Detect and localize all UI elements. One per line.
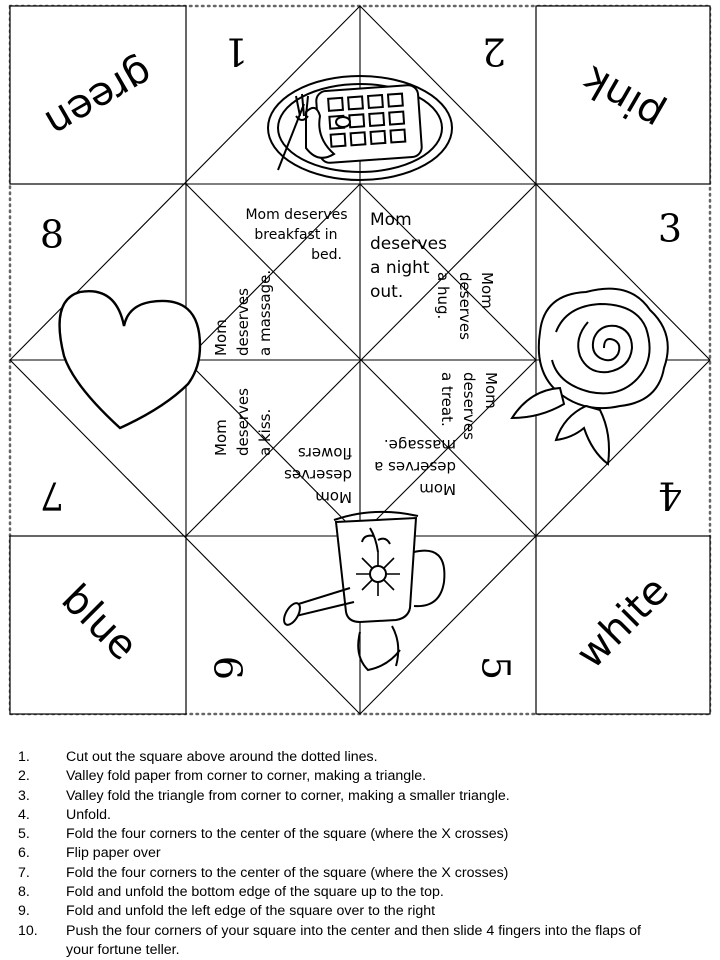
flap-number-1: 1 xyxy=(224,30,248,74)
instruction-number: 4. xyxy=(18,806,30,823)
watering-can-icon xyxy=(283,510,446,672)
flap-number-2: 2 xyxy=(482,30,506,74)
corner-square-bottom-right xyxy=(535,535,711,715)
fortune-kiss: Mom deserves a kiss. xyxy=(212,383,274,456)
flap-number-4: 4 xyxy=(658,474,682,518)
instruction-text: Valley fold paper from corner to corner,… xyxy=(66,768,427,785)
instruction-text: Fold the four corners to the center of t… xyxy=(66,826,509,843)
instruction-text: Push the four corners of your square int… xyxy=(66,922,641,958)
instruction-number: 9. xyxy=(18,903,30,920)
fortune-massage: Mom deserves a massage. xyxy=(212,270,274,356)
instruction-item: 10. Push the four corners of your square … xyxy=(18,922,708,960)
instruction-text: Flip paper over xyxy=(66,845,161,862)
flap-number-7: 7 xyxy=(40,474,64,518)
fortune-massage-flipped: Mom deserves a massage. xyxy=(369,436,456,498)
fortune-hug: Mom deserves a hug. xyxy=(434,272,496,345)
instruction-number: 6. xyxy=(18,845,30,862)
instruction-item: 3. Valley fold the triangle from corner t… xyxy=(18,787,708,806)
instruction-number: 1. xyxy=(18,749,30,765)
corner-square-bottom-left xyxy=(9,535,187,715)
heart-icon xyxy=(58,290,202,430)
waffle-icon xyxy=(267,75,453,181)
instruction-text: Fold and unfold the left edge of the squ… xyxy=(66,903,436,920)
instruction-text: Fold and unfold the bottom edge of the s… xyxy=(66,884,444,901)
instruction-number: 5. xyxy=(18,826,30,843)
instruction-item: 7. Fold the four corners to the center of… xyxy=(18,864,708,883)
corner-square-top-left xyxy=(9,5,187,185)
instruction-number: 8. xyxy=(18,884,30,901)
instruction-item: 6. Flip paper over xyxy=(18,844,708,863)
instruction-item: 5. Fold the four corners to the center of… xyxy=(18,825,708,844)
instructions-list: 1. Cut out the square above around the do… xyxy=(18,748,708,960)
rose-icon xyxy=(510,287,669,466)
flap-number-5: 5 xyxy=(474,656,518,680)
flap-number-3: 3 xyxy=(658,207,682,251)
fold-line-diagonal-b xyxy=(185,183,537,537)
instruction-item: 2. Valley fold paper from corner to corne… xyxy=(18,767,708,786)
instruction-text: Cut out the square above around the dott… xyxy=(66,749,378,765)
instruction-item: 4. Unfold. xyxy=(18,806,708,825)
flap-number-8: 8 xyxy=(40,213,64,257)
fortune-breakfast: Mom deserves breakfast in bed. xyxy=(245,207,352,263)
fortune-night-out: Mom deserves a night out. xyxy=(370,210,452,302)
instruction-text: Fold the four corners to the center of t… xyxy=(66,864,509,881)
instruction-text: Valley fold the triangle from corner to … xyxy=(66,787,510,804)
flap-number-6: 6 xyxy=(206,656,250,680)
fortune-treat: Mom deserves a treat. xyxy=(438,372,500,445)
instruction-item: 1. Cut out the square above around the do… xyxy=(18,748,708,767)
fortune-flowers: Mom deserves flowers xyxy=(279,444,352,506)
instruction-text: Unfold. xyxy=(66,806,111,823)
corner-square-top-right xyxy=(535,5,711,185)
instruction-item: 9. Fold and unfold the left edge of the s… xyxy=(18,902,708,921)
instruction-number: 3. xyxy=(18,787,30,804)
instruction-number: 10. xyxy=(18,922,38,939)
instruction-number: 7. xyxy=(18,864,30,881)
instruction-number: 2. xyxy=(18,768,30,785)
instruction-item: 8. Fold and unfold the bottom edge of the… xyxy=(18,883,708,902)
